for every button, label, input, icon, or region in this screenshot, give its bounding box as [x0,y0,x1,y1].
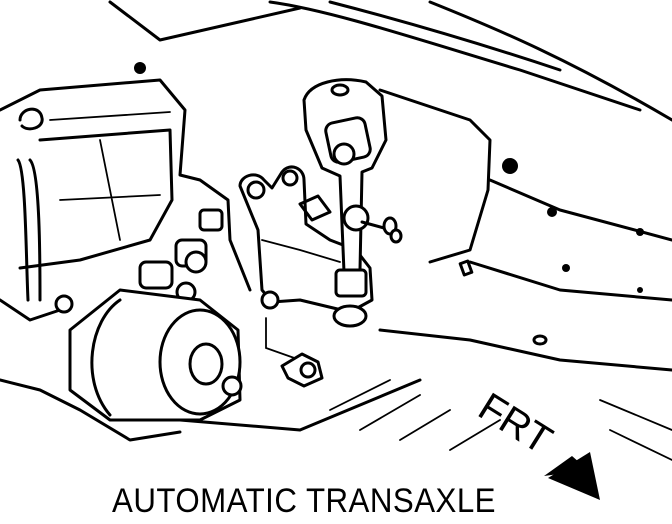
front-label: FRT [471,385,560,463]
front-direction-arrow [544,452,600,500]
housing-bolts [138,208,224,303]
body-panel [108,0,672,461]
diagram-caption: AUTOMATIC TRANSAXLE [112,482,496,520]
transaxle-housing [0,78,252,442]
cylinder-component [68,288,243,422]
mount-bolts [342,204,403,244]
exploded-bolt [265,317,324,388]
mount-link [302,78,388,328]
